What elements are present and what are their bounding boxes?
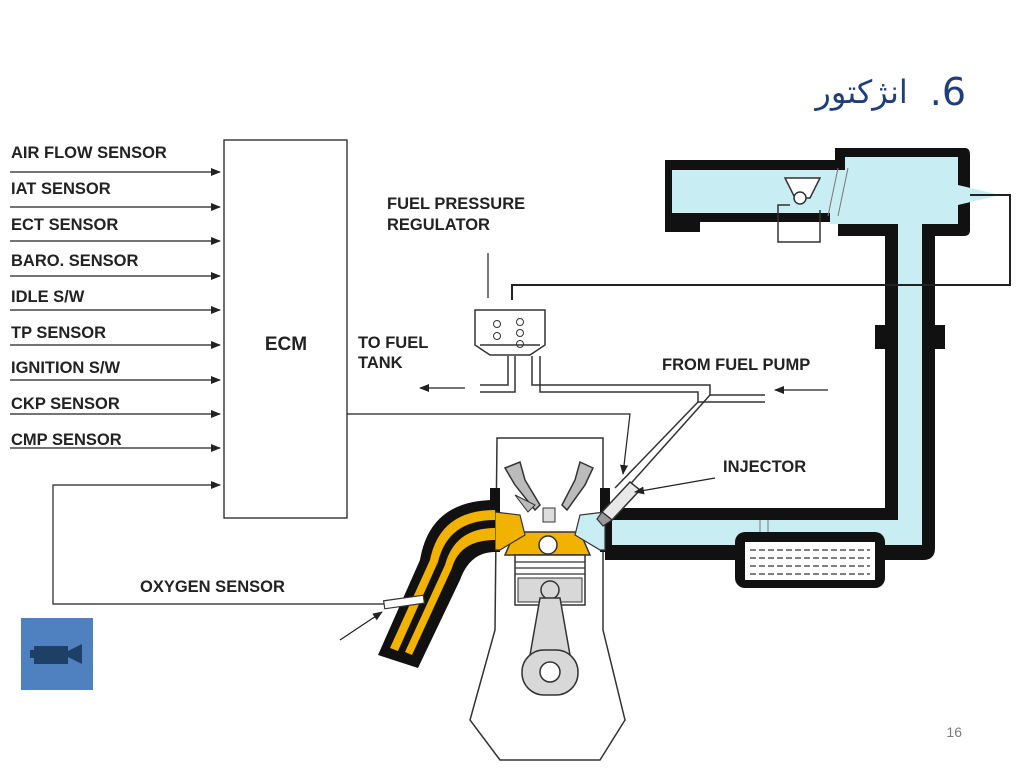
sensor-label-baro: BARO. SENSOR	[11, 252, 139, 270]
fuel-pressure-label-line1: FUEL PRESSURE	[387, 195, 525, 213]
to-fuel-tank-label-line1: TO FUEL	[358, 334, 428, 352]
oxygen-sensor-label: OXYGEN SENSOR	[140, 578, 285, 596]
exhaust-pipe	[339, 500, 495, 668]
intake-system	[605, 148, 1000, 560]
fuel-pressure-label-line2: REGULATOR	[387, 216, 490, 234]
sensor-label-ignition: IGNITION S/W	[11, 359, 121, 377]
injector	[596, 477, 716, 527]
sensor-label-tp: TP SENSOR	[11, 324, 106, 342]
injector-label: INJECTOR	[723, 458, 806, 476]
slide-title-text: انژکتور	[815, 73, 908, 111]
video-button[interactable]	[21, 618, 93, 690]
ecm-box	[223, 139, 348, 519]
engine-cylinder	[469, 437, 626, 761]
sensor-label-iat: IAT SENSOR	[11, 180, 111, 198]
from-fuel-pump-label: FROM FUEL PUMP	[662, 356, 810, 374]
vacuum-line	[511, 194, 1011, 300]
ecm-label: ECM	[265, 334, 307, 355]
sensor-label-air-flow: AIR FLOW SENSOR	[11, 144, 167, 162]
sensor-input-lines	[10, 168, 386, 605]
sensor-label-cmp: CMP SENSOR	[11, 431, 122, 449]
slide-title: انژکتور .6	[566, 62, 966, 122]
sensor-label-ect: ECT SENSOR	[11, 216, 118, 234]
radiator-box	[735, 532, 885, 588]
sensor-label-idle: IDLE S/W	[11, 288, 85, 306]
to-fuel-tank-label-line2: TANK	[358, 354, 403, 372]
fuel-pressure-regulator	[419, 253, 828, 491]
slide-number: .6	[929, 70, 966, 114]
injector-signal-line	[347, 413, 631, 475]
sensor-labels: AIR FLOW SENSOR IAT SENSOR ECT SENSOR BA…	[11, 144, 167, 449]
sensor-label-ckp: CKP SENSOR	[11, 395, 120, 413]
video-camera-icon	[30, 644, 82, 664]
page-number: 16	[946, 724, 962, 740]
component-labels: FUEL PRESSURE REGULATOR TO FUEL TANK FRO…	[140, 195, 810, 596]
